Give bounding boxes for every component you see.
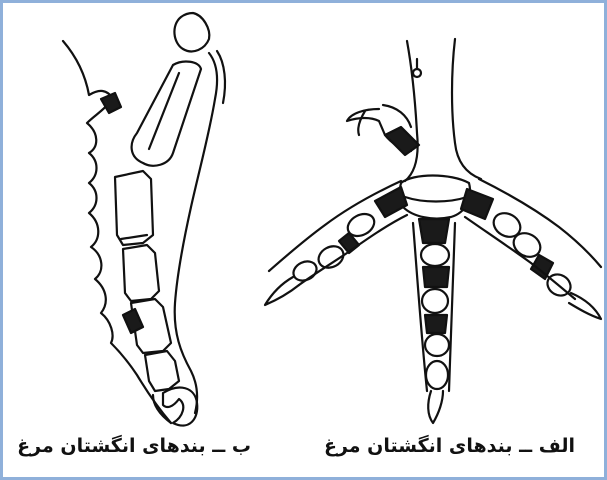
caption-a: الف ــ بندهای انگشتان مرغ (325, 435, 575, 457)
figure-illustration (3, 3, 604, 477)
toe-bones-side-view (63, 13, 225, 426)
foot-bones-front-view (265, 39, 601, 423)
caption-b: ب ــ بندهای انگشتان مرغ (21, 435, 251, 457)
